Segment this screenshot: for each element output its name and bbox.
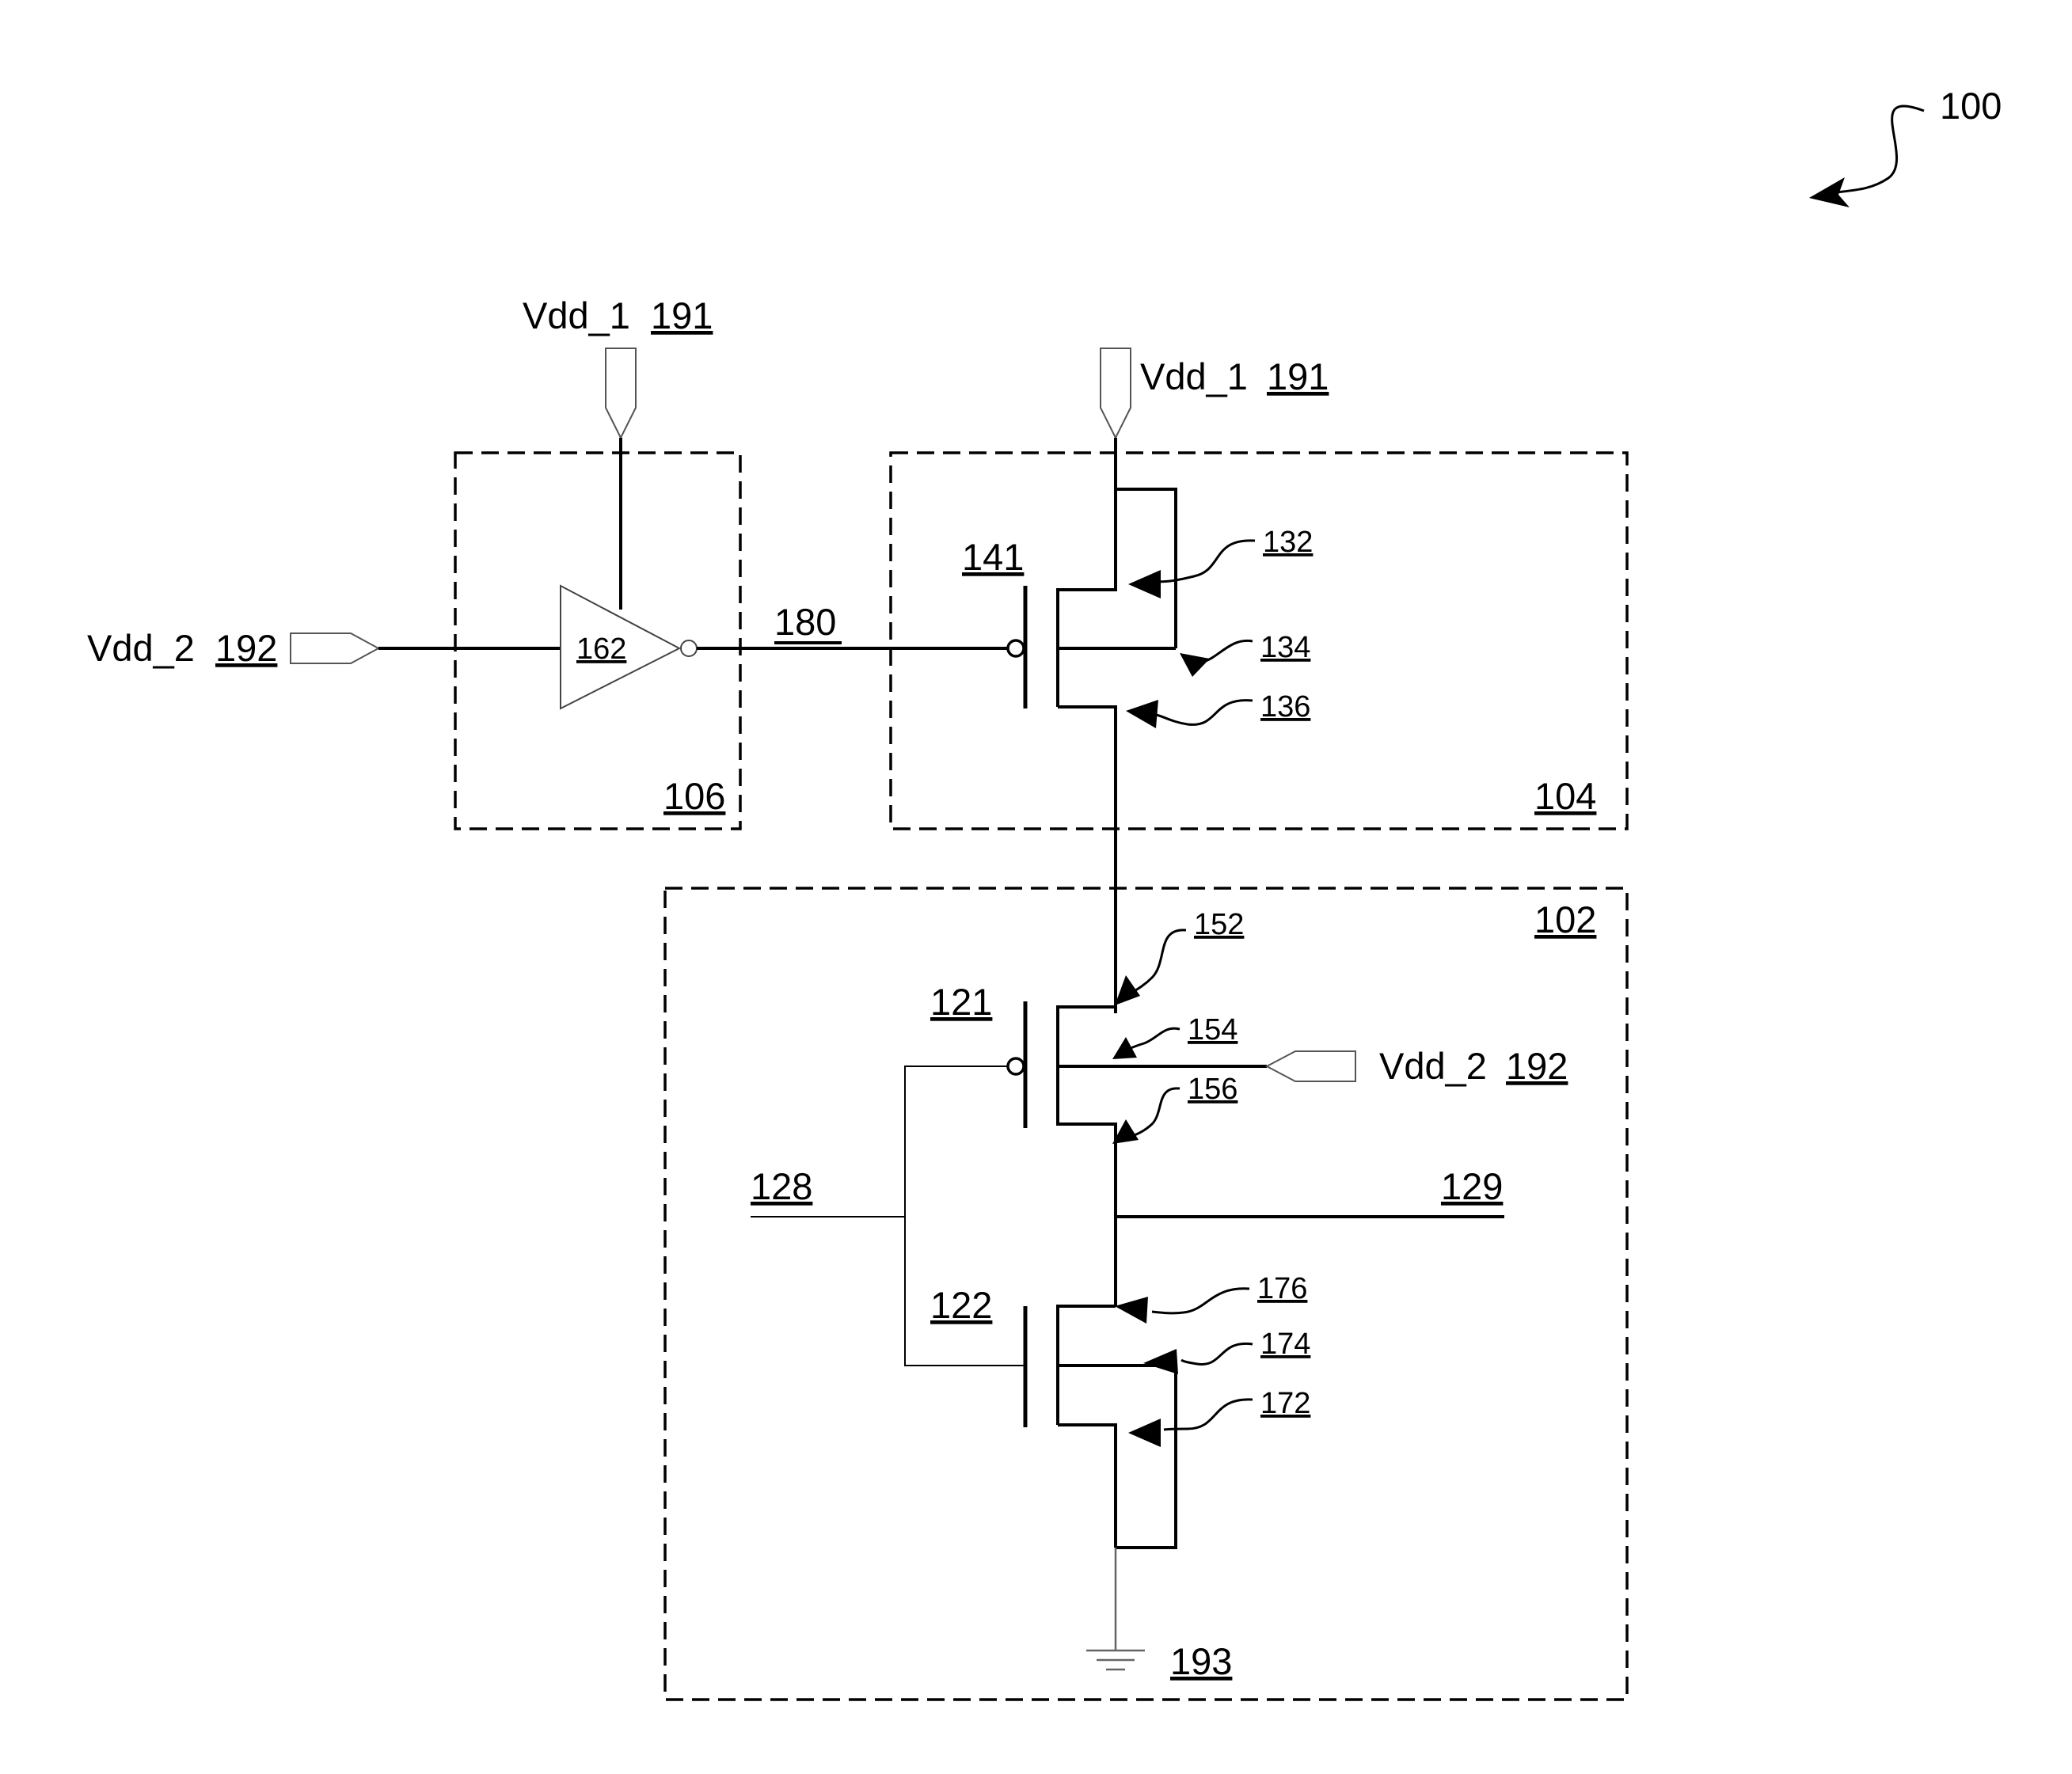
vdd2-pin-right: Vdd_2 192 <box>1267 1045 1568 1087</box>
vdd2-pin-left: Vdd_2 192 <box>87 627 378 669</box>
pmos-141-label: 141 <box>962 536 1024 578</box>
pmos-121-label: 121 <box>930 981 992 1023</box>
buffer-inversion-bubble <box>681 640 697 656</box>
terminal-132-leader <box>1152 541 1255 582</box>
terminal-156-leader <box>1126 1088 1180 1138</box>
terminal-136-leader <box>1156 701 1253 725</box>
nmos-122-label: 122 <box>930 1284 992 1326</box>
ground-193-label: 193 <box>1170 1640 1232 1682</box>
switch-block-label: 104 <box>1534 775 1596 817</box>
inverter-block-label: 106 <box>663 775 725 817</box>
terminal-132-arrowhead <box>1128 570 1161 598</box>
pmos-141-gate-bubble <box>1008 640 1024 656</box>
terminal-176: 176 <box>1115 1272 1307 1324</box>
vdd1-ref-right: 191 <box>1267 355 1329 397</box>
signal-180-label: 180 <box>774 601 836 643</box>
terminal-172: 172 <box>1128 1387 1310 1447</box>
vdd1-pin-right: Vdd_1 191 <box>1101 348 1329 438</box>
terminal-136: 136 <box>1126 690 1310 728</box>
terminal-136-label: 136 <box>1260 690 1310 724</box>
vdd2-name-right: Vdd_2 <box>1379 1045 1487 1087</box>
terminal-172-label: 172 <box>1260 1387 1310 1420</box>
terminal-154-label: 154 <box>1188 1013 1237 1047</box>
figure-number: 100 <box>1940 85 2002 127</box>
terminal-156: 156 <box>1112 1073 1237 1144</box>
terminal-134-label: 134 <box>1260 631 1310 664</box>
terminal-176-leader <box>1152 1289 1249 1313</box>
output-node-129: 129 <box>1116 1165 1504 1217</box>
terminal-152-label: 152 <box>1194 908 1244 941</box>
vdd2-ref-right: 192 <box>1506 1045 1568 1087</box>
pmos-141-source-wire <box>1058 438 1116 590</box>
terminal-174-leader <box>1181 1343 1253 1364</box>
terminal-174: 174 <box>1143 1328 1310 1374</box>
vdd2-name-left: Vdd_2 <box>87 627 195 669</box>
pmos-141-body-strap <box>1116 489 1176 648</box>
inverter-stage-outline <box>665 888 1627 1700</box>
terminal-176-label: 176 <box>1257 1272 1307 1305</box>
input-128-label: 128 <box>751 1165 812 1207</box>
vdd1-port-shape-left <box>606 348 636 438</box>
inverter-stage-label: 102 <box>1534 898 1596 940</box>
figure-reference: 100 <box>1809 85 2002 207</box>
switch-block-outline <box>891 453 1627 829</box>
nmos-122: 122 <box>930 1284 1176 1548</box>
vdd1-port-shape-right <box>1101 348 1131 438</box>
nmos-122-source-wire <box>1058 1425 1116 1548</box>
terminal-136-arrowhead <box>1126 700 1158 728</box>
vdd2-ref-left: 192 <box>215 627 277 669</box>
terminal-132-label: 132 <box>1263 526 1313 559</box>
pmos-121-source-wire <box>1058 1007 1116 1013</box>
vdd2-port-shape-right <box>1267 1051 1355 1081</box>
terminal-154-leader <box>1126 1028 1180 1051</box>
terminal-154: 154 <box>1112 1013 1237 1059</box>
vdd1-pin-left: Vdd_1 191 <box>523 294 713 438</box>
terminal-152: 152 <box>1115 908 1244 1005</box>
buffer-label: 162 <box>576 632 626 666</box>
ground-193: 193 <box>1086 1548 1232 1682</box>
terminal-134-arrowhead <box>1180 653 1210 677</box>
vdd1-ref-left: 191 <box>651 294 713 336</box>
pmos-141: 141 <box>962 438 1176 1013</box>
terminal-172-arrowhead <box>1128 1419 1161 1447</box>
buffer-162: 162 <box>561 586 697 708</box>
terminal-132: 132 <box>1128 526 1313 598</box>
pmos-121-drain-wire <box>1058 1124 1116 1306</box>
vdd1-name-left: Vdd_1 <box>523 294 630 336</box>
terminal-156-label: 156 <box>1188 1073 1237 1106</box>
terminal-134: 134 <box>1180 631 1310 677</box>
vdd1-name-right: Vdd_1 <box>1140 355 1248 397</box>
pmos-121-gate-bubble <box>1008 1058 1024 1074</box>
pmos-141-drain-wire <box>1058 707 1116 1013</box>
nmos-122-body-strap <box>1116 1366 1176 1548</box>
terminal-176-arrowhead <box>1115 1297 1148 1324</box>
output-129-label: 129 <box>1441 1165 1503 1207</box>
vdd2-port-shape-left <box>291 633 378 663</box>
terminal-174-arrowhead <box>1143 1349 1178 1374</box>
terminal-174-label: 174 <box>1260 1328 1310 1361</box>
